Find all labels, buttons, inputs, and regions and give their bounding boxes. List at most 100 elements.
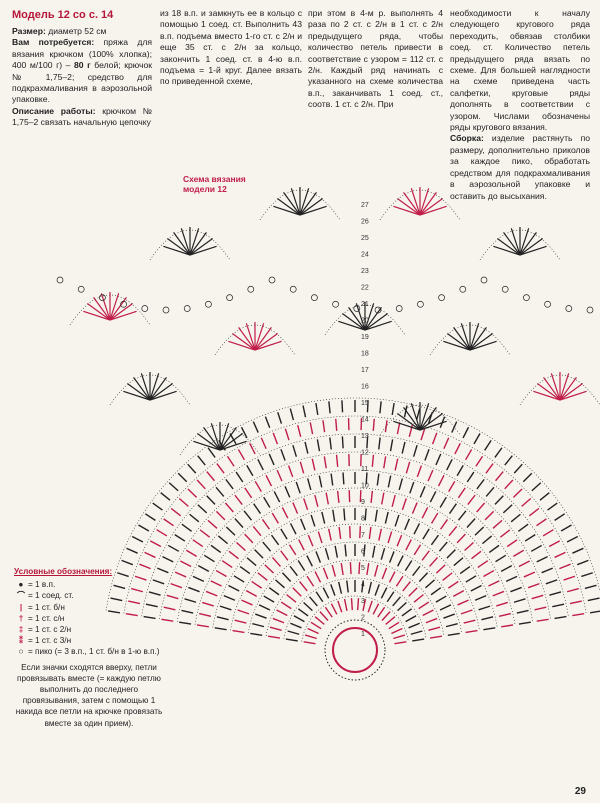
stitch-mark: [456, 533, 466, 544]
stitch-mark: [225, 478, 234, 490]
stitch-mark: [276, 469, 283, 482]
stitch-mark: [452, 589, 465, 597]
stitch-mark: [187, 463, 197, 474]
stitch-mark: [179, 621, 192, 625]
stitch-mark: [184, 598, 197, 603]
stitch-mark: [110, 597, 123, 602]
stitch-mark: [419, 486, 426, 498]
picot-icon: [99, 294, 106, 301]
stitch-mark: [367, 581, 373, 594]
shell-stitch: [210, 423, 221, 451]
row-number: 1: [361, 631, 365, 638]
stitch-mark: [408, 587, 418, 597]
stitch-mark: [387, 531, 393, 544]
stitch-mark: [394, 514, 400, 527]
stitch-mark: [494, 495, 504, 505]
crochet-diagram: 1234567891011121314151617181920212223242…: [56, 187, 600, 681]
stitch-mark: [488, 544, 500, 553]
stitch-mark: [404, 518, 410, 531]
shell-stitch: [219, 440, 247, 451]
shell-stitch: [393, 205, 421, 216]
stitch-mark: [466, 518, 476, 528]
shell-stitch: [109, 310, 137, 321]
stitch-mark: [385, 616, 396, 625]
stitch-mark: [388, 551, 395, 563]
shell-stitch: [299, 188, 310, 216]
stitch-mark: [252, 526, 262, 537]
stitch-mark: [413, 523, 421, 535]
stitch-mark: [474, 526, 485, 536]
shell-stitch: [299, 191, 317, 216]
stitch-mark: [329, 437, 332, 450]
stitch-mark: [215, 510, 226, 521]
stitch-mark: [263, 496, 271, 508]
shell-stitch: [550, 373, 561, 401]
stitch-mark: [366, 436, 369, 449]
stitch-mark: [236, 541, 246, 552]
shell-stitch: [83, 310, 111, 321]
shell-stitch: [469, 326, 487, 351]
stitch-mark: [332, 509, 336, 522]
stitch-mark: [292, 587, 302, 597]
stitch-mark: [290, 622, 302, 629]
stitch-mark: [484, 510, 495, 521]
picot-icon: [523, 294, 530, 301]
stitch-mark: [396, 422, 401, 435]
stitch-mark: [210, 544, 222, 553]
stitch-mark: [292, 445, 298, 457]
stitch-mark: [559, 563, 571, 570]
stitch-mark: [465, 629, 478, 634]
stitch-mark: [189, 513, 200, 523]
stitch-mark: [260, 437, 267, 450]
chain-arc: [301, 595, 409, 642]
stitch-mark: [389, 439, 394, 452]
shell-stitch: [364, 306, 382, 331]
shell-stitch: [245, 323, 256, 351]
stitch-mark: [107, 610, 121, 614]
stitch-mark: [166, 594, 179, 600]
row-number: 26: [361, 219, 369, 226]
picot-icon: [205, 300, 212, 308]
stitch-mark: [397, 555, 404, 567]
picot-icon: [374, 306, 382, 314]
stitch-mark: [485, 463, 494, 474]
stitch-mark: [287, 630, 300, 635]
shell-stitch: [149, 373, 160, 401]
shell-stitch: [419, 198, 444, 216]
stitch-mark: [402, 581, 411, 592]
shell-stitch: [163, 245, 191, 256]
stitch-mark: [330, 584, 336, 596]
stitch-mark: [443, 437, 450, 450]
desc-text-part-1: крючком № 1,75–2 связать начальную цепоч…: [12, 105, 152, 128]
stitch-mark: [271, 512, 280, 524]
shell-stitch: [419, 188, 430, 216]
stitch-mark: [226, 455, 235, 467]
stitch-mark: [439, 604, 452, 611]
shell-stitch: [100, 293, 111, 321]
stitch-mark: [250, 632, 263, 636]
stitch-mark: [447, 632, 460, 636]
stitch-mark: [410, 630, 423, 635]
stitch-mark: [241, 599, 253, 606]
shell-stitch: [140, 373, 151, 401]
stitch-mark: [459, 565, 471, 575]
stitch-mark: [185, 549, 197, 557]
stitch-mark: [337, 600, 343, 613]
chain-arc: [248, 541, 462, 634]
stitch-mark: [492, 519, 503, 529]
stitch-mark: [337, 581, 343, 594]
shell-stitch: [196, 433, 221, 451]
stitch-mark: [475, 455, 484, 467]
stitch-mark: [396, 534, 403, 547]
legend-symbol-icon: ●: [18, 580, 24, 590]
stitch-mark: [359, 526, 362, 539]
shell-stitch: [410, 188, 421, 216]
shell-stitch: [109, 296, 127, 321]
stitch-mark: [145, 603, 158, 608]
stitch-mark: [405, 461, 411, 474]
stitch-mark: [435, 595, 447, 603]
stitch-mark: [180, 560, 192, 568]
stitch-mark: [178, 497, 189, 507]
stitch-mark: [377, 606, 386, 618]
stitch-mark: [170, 582, 183, 589]
